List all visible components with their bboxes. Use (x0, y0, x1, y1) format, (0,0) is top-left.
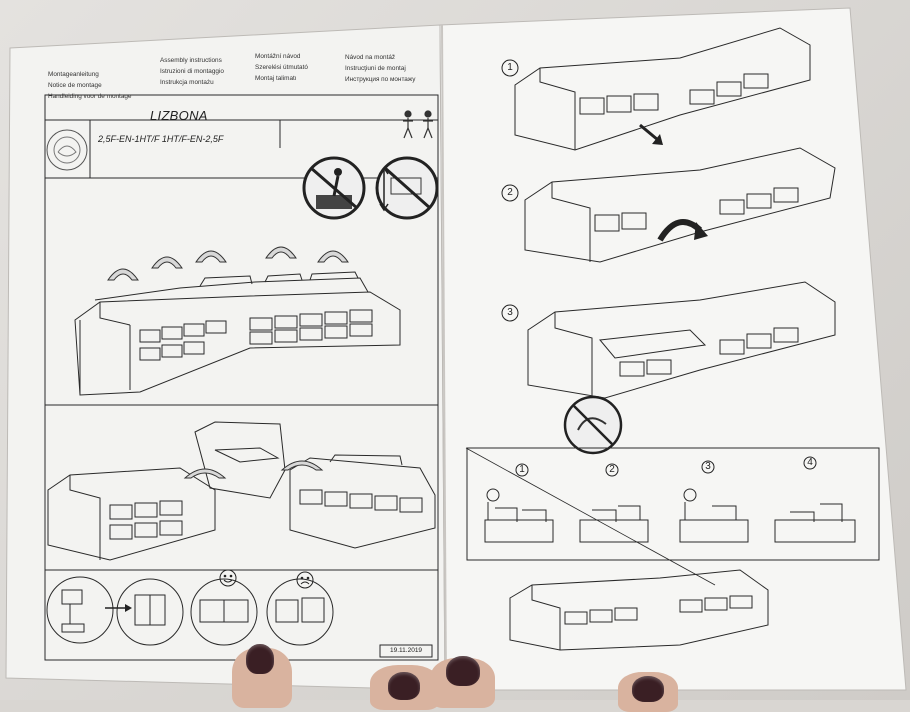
language-it: Istruzioni di montaggio (160, 68, 224, 75)
headrest-position-1: 1 (519, 464, 525, 475)
language-ro: Instrucţiuni de montaj (345, 65, 406, 72)
step-2-marker-icon (501, 184, 519, 202)
step-1-sofa-illustration (514, 27, 811, 151)
print-date: 19.11.2019 (390, 647, 423, 654)
step-3-marker-icon (501, 304, 519, 322)
step-3-number: 3 (507, 307, 513, 318)
headrest-position-4: 4 (807, 457, 813, 468)
module-join-arrows (183, 460, 324, 479)
no-standing-warning-icon (302, 156, 366, 220)
two-persons-icon (403, 110, 433, 139)
fingernail (446, 656, 480, 686)
language-h: Szerelési útmutató (255, 64, 308, 71)
step-2-sofa-illustration (524, 147, 836, 263)
language-cz: Montážní návod (255, 53, 301, 60)
model-code: 2,5F-EN-1HT/F 1HT/F-EN-2,5F (98, 134, 224, 144)
language-d: Montageanleitung (48, 71, 99, 78)
fingernail (388, 672, 420, 700)
language-pl: Instrukcja montażu (160, 79, 214, 86)
language-ru: Инструкция по монтажу (345, 76, 416, 83)
position-markers-icon (515, 456, 817, 477)
arrow-down-right-icon (639, 123, 663, 145)
step-1-marker-icon (501, 59, 519, 77)
assembly-logo-icon (46, 129, 88, 171)
bottom-corner-sofa-illustration (509, 569, 769, 651)
language-nl: Handleiding voor de montage (48, 93, 132, 100)
connector-detail-illustrations (46, 576, 334, 646)
product-name: LIZBONA (150, 108, 208, 123)
no-lifting-warning-icon (375, 156, 439, 220)
step-2-number: 2 (507, 187, 513, 198)
no-hands-warning-icon (563, 395, 623, 455)
language-sk: Návod na montáž (345, 54, 396, 61)
headrest-position-illustrations (484, 488, 856, 543)
headrest-position-2: 2 (609, 464, 615, 475)
step-3-sofa-illustration (527, 281, 836, 399)
headrest-rotation-arrows (107, 246, 349, 281)
step-1-number: 1 (507, 62, 513, 73)
language-fr: Notice de montage (48, 82, 102, 89)
fingernail (246, 644, 274, 674)
smiley-happy-icon (219, 569, 237, 587)
sofa-headrest-adjust-illustration (74, 271, 401, 396)
language-tr: Montaj talimatı (255, 75, 297, 82)
fingernail (632, 676, 664, 702)
smiley-sad-icon (296, 571, 314, 589)
headrest-position-3: 3 (705, 461, 711, 472)
language-gb: Assembly instructions (160, 57, 222, 64)
pull-arrow-icon (657, 219, 708, 242)
arrow-icon (105, 604, 132, 612)
